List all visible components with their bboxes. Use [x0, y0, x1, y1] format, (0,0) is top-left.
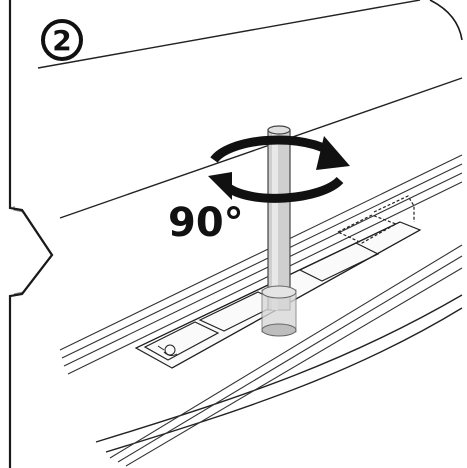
- chevron-right-icon: [21, 209, 54, 295]
- rotate-arrows-icon: [208, 135, 350, 203]
- screw-detail: [157, 344, 178, 357]
- rail: [59, 154, 463, 467]
- rotation-angle-label: 90°: [168, 200, 244, 246]
- step-frame: [8, 0, 54, 468]
- step-marker: 2: [41, 19, 83, 61]
- rotating-rod: [261, 125, 297, 337]
- panel-edge: [429, 0, 463, 41]
- step-number: 2: [52, 24, 71, 57]
- circled-number-icon: [41, 19, 83, 61]
